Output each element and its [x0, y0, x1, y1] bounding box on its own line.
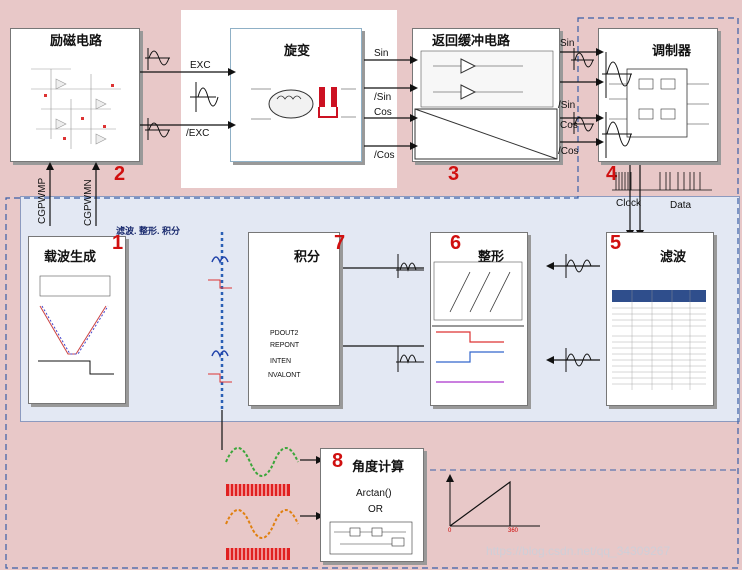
- carrier-block: [28, 236, 126, 404]
- resolver-title: 旋变: [284, 44, 311, 59]
- integrate-sig-2: INTEN: [270, 358, 291, 365]
- modulator-block: [598, 28, 718, 162]
- angle-axis-x1: 360: [508, 528, 519, 534]
- carrier-title: 载波生成: [44, 250, 97, 265]
- sincos-waves: [225, 447, 299, 560]
- angle-sawtooth: [446, 474, 540, 527]
- shaping-title: 整形: [478, 250, 505, 265]
- integrate-sig-1: REPONT: [270, 342, 300, 349]
- angle-schematic: [329, 521, 413, 555]
- excitation-title: 励磁电路: [50, 34, 103, 49]
- signal-cos: Cos: [374, 107, 392, 118]
- buffer-number: 3: [448, 163, 460, 185]
- excitation-number: 2: [114, 163, 126, 185]
- signal-sin-right: Sin: [560, 38, 575, 49]
- buffer-title: 返回缓冲电路: [432, 34, 511, 49]
- signal-cgpwmn: CGPWMN: [83, 179, 94, 226]
- buffer-schematic: [414, 50, 558, 160]
- signal-cos-right: Cos: [560, 120, 578, 131]
- integrate-number: 7: [334, 232, 346, 254]
- angle-title: 角度计算: [352, 460, 405, 475]
- excitation-schematic: [31, 68, 121, 149]
- signal-data: Data: [670, 200, 692, 211]
- excitation-block: [10, 28, 140, 162]
- carrier-number: 1: [112, 232, 124, 254]
- modulator-title: 调制器: [652, 44, 692, 59]
- integrate-block: [248, 232, 340, 406]
- angle-text-1: Arctan(): [356, 488, 392, 499]
- filter-block: [606, 232, 714, 406]
- signal-cos-n-right: /Cos: [558, 146, 579, 157]
- watermark: https://blog.csdn.net/qq_34309267: [486, 544, 671, 558]
- angle-number: 8: [332, 450, 344, 472]
- signal-cos-n: /Cos: [374, 150, 395, 161]
- buffer-block: [412, 28, 560, 162]
- filter-title: 滤波: [660, 250, 687, 265]
- signal-exc-n: /EXC: [186, 128, 210, 139]
- filter-table: [612, 290, 706, 390]
- bus-waveforms: [208, 256, 232, 383]
- integrate-sig-3: NVALONT: [268, 372, 301, 379]
- carrier-graph: [38, 275, 114, 375]
- signal-clock: Clock: [616, 198, 642, 209]
- signal-sin: Sin: [374, 48, 389, 59]
- angle-text-2: OR: [368, 504, 383, 515]
- shaping-number: 6: [450, 232, 462, 254]
- signal-cgpwmp: CGPWMP: [37, 177, 48, 224]
- signal-sin-n: /Sin: [374, 92, 392, 103]
- signal-sin-n-right: /Sin: [558, 100, 576, 111]
- integrate-title: 积分: [294, 250, 321, 265]
- resolver-schematic: [251, 87, 356, 120]
- group-label: 滤波. 整形. 积分: [116, 226, 181, 236]
- angle-axis-x0: 0: [448, 528, 452, 534]
- modulator-number: 4: [606, 163, 618, 185]
- integrate-sig-0: PDOUT2: [270, 330, 299, 337]
- signal-exc: EXC: [190, 60, 211, 71]
- modulator-schematic: [609, 68, 709, 138]
- shaping-graph: [432, 261, 524, 383]
- filter-number: 5: [610, 232, 622, 254]
- resolver-block: [230, 28, 362, 162]
